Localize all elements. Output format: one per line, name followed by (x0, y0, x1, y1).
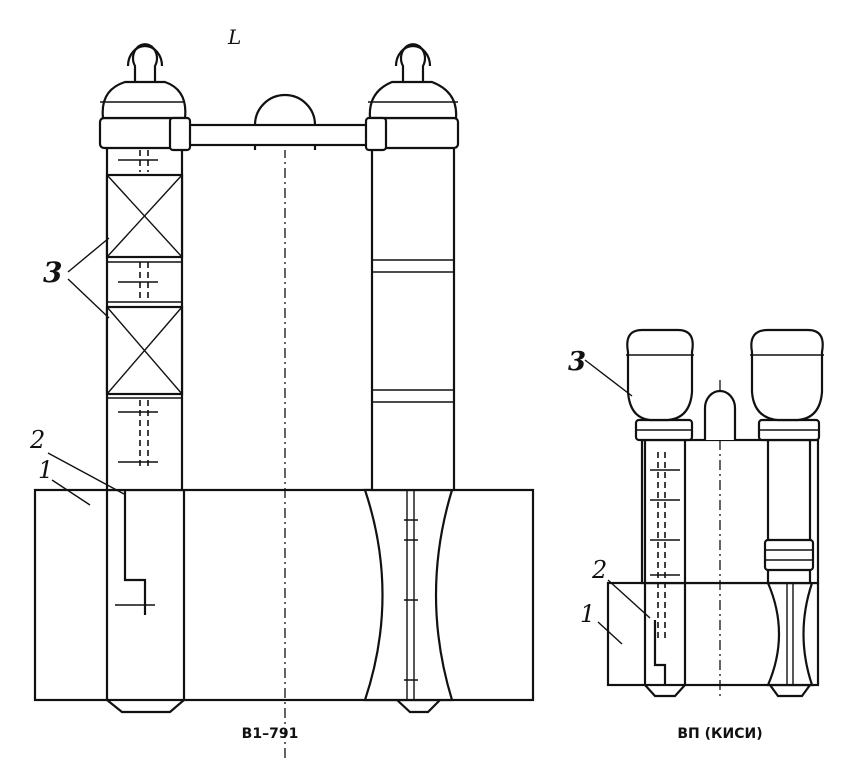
right-leader-lines (584, 359, 651, 645)
right-caption: ВП (КИСИ) (677, 726, 762, 742)
left-label-2: 2 (29, 426, 45, 454)
right-assembly: 3 2 1 ВП (КИСИ) (568, 328, 824, 742)
left-leader-lines (47, 237, 125, 506)
right-label-2: 2 (591, 556, 607, 584)
left-label-1: 1 (38, 456, 53, 484)
right-column-left (626, 328, 694, 698)
top-mark: L (227, 25, 241, 49)
right-center-dome (703, 389, 737, 440)
left-column-right (364, 43, 460, 492)
right-label-1: 1 (580, 600, 595, 628)
left-connecting-bar (178, 123, 382, 147)
left-caption: В1–791 (242, 726, 299, 742)
left-column-left (98, 43, 192, 714)
left-assembly: 3 2 1 L В1–791 (29, 25, 535, 760)
left-label-3: 3 (43, 256, 62, 289)
right-label-3: 3 (568, 347, 586, 377)
right-body (606, 581, 820, 698)
right-column-right (750, 328, 824, 585)
left-body (33, 488, 535, 714)
